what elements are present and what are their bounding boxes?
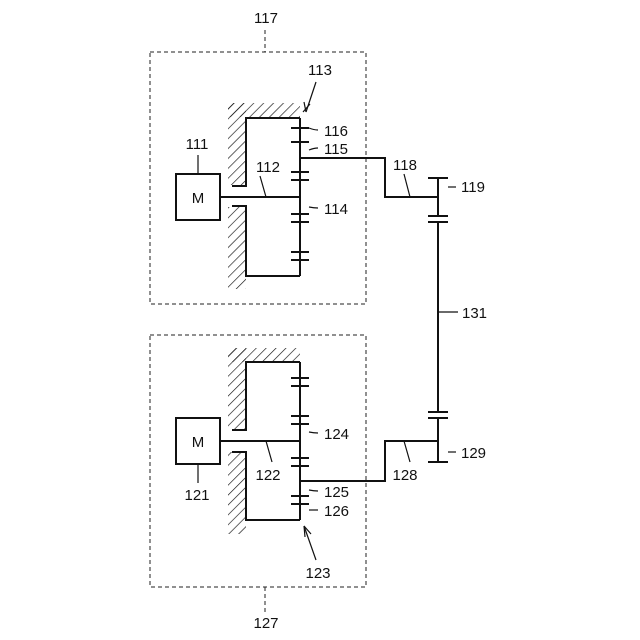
label-114: 114: [324, 201, 348, 218]
upper-sprocket: [428, 178, 448, 222]
label-122: 122: [255, 467, 280, 484]
lower-output-leader: [404, 441, 410, 462]
label-117: 117: [254, 10, 278, 27]
upper-unit-boundary: [150, 52, 366, 304]
label-121: 121: [184, 487, 209, 504]
label-128: 128: [392, 467, 417, 484]
label-118: 118: [393, 157, 417, 174]
label-127: 127: [253, 615, 278, 632]
lower-motor-label: M: [192, 434, 205, 451]
label-113: 113: [308, 62, 332, 79]
label-116: 116: [324, 123, 348, 140]
label-124: 124: [324, 426, 349, 443]
lower-sprocket: [428, 412, 448, 462]
label-131: 131: [462, 305, 487, 322]
upper-output-shaft: [300, 158, 438, 197]
label-111: 111: [186, 136, 209, 153]
label-126: 126: [324, 503, 349, 520]
label-129: 129: [461, 445, 486, 462]
lower-unit-boundary: [150, 335, 366, 587]
label-119: 119: [461, 179, 485, 196]
label-125: 125: [324, 484, 349, 501]
label-112: 112: [256, 159, 280, 176]
lower-shaft-leader: [266, 441, 272, 462]
label-123: 123: [305, 565, 330, 582]
upper-motor-label: M: [192, 190, 205, 207]
upper-shaft-leader: [260, 176, 266, 197]
label-115: 115: [324, 141, 348, 158]
upper-output-leader: [404, 174, 410, 197]
